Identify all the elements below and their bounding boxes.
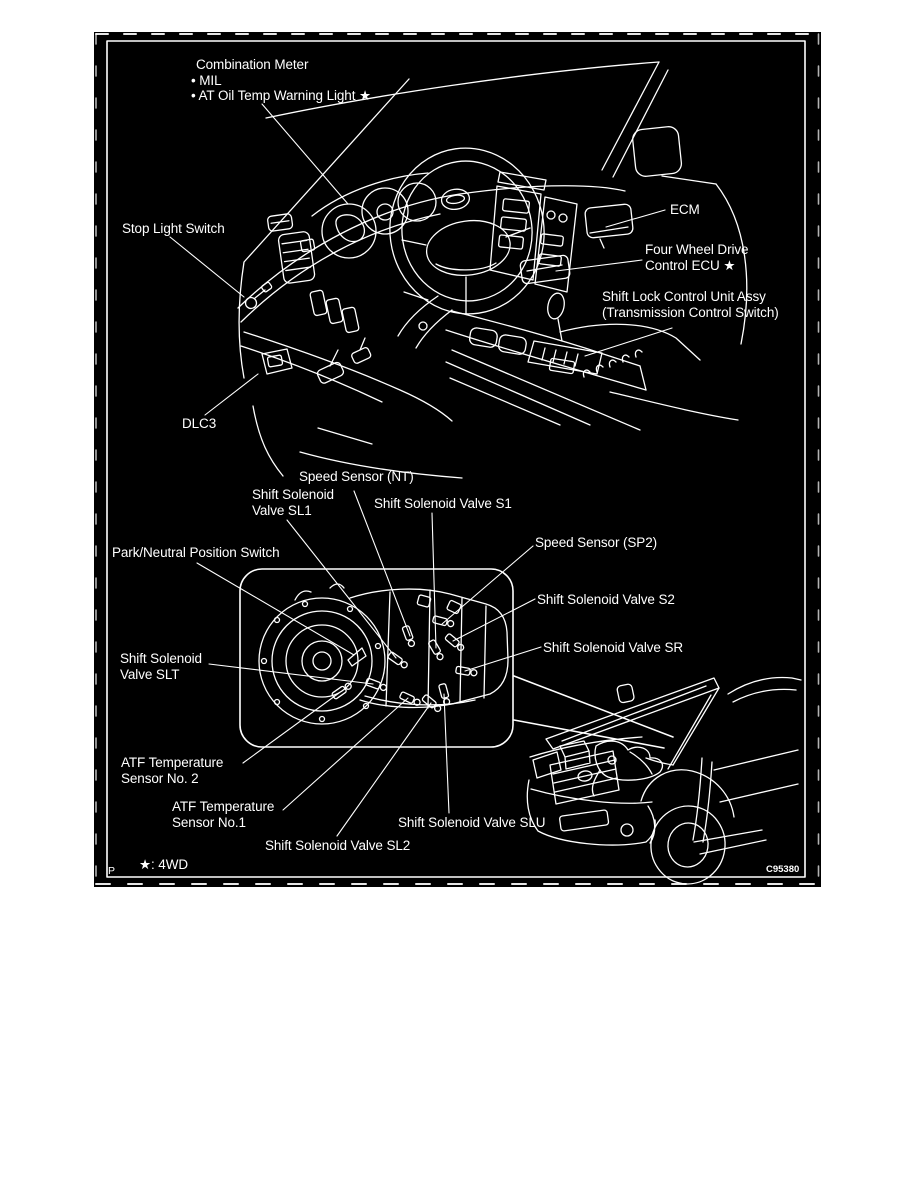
panel-frame — [95, 33, 820, 885]
label-dlc3: DLC3 — [182, 416, 217, 431]
atf-temp-sensor-1-line2: Sensor No.1 — [172, 814, 246, 830]
four-wheel-drive-ecu-line2: Control ECU ★ — [645, 257, 736, 273]
shift-solenoid-slt-line2: Valve SLT — [120, 666, 180, 682]
label-atf-temp-sensor-2: ATF Temperature Sensor No. 2 — [121, 755, 223, 786]
label-shift-solenoid-sr: Shift Solenoid Valve SR — [543, 640, 684, 655]
label-four-wheel-drive-ecu: Four Wheel Drive Control ECU ★ — [645, 242, 749, 273]
legend-4wd-note: ★: 4WD — [139, 857, 189, 872]
dashboard-illustration — [237, 61, 748, 479]
label-combination-meter: Combination Meter • MIL • AT Oil Temp Wa… — [191, 57, 371, 104]
label-speed-sensor-sp2: Speed Sensor (SP2) — [535, 535, 658, 550]
shift-solenoid-sl1-line2: Valve SL1 — [252, 502, 312, 518]
label-shift-solenoid-s1: Shift Solenoid Valve S1 — [374, 496, 512, 511]
leader-lines — [169, 103, 673, 837]
shift-lock-line1: Shift Lock Control Unit Assy — [602, 289, 766, 304]
label-shift-solenoid-s2: Shift Solenoid Valve S2 — [537, 592, 675, 607]
atf-temp-sensor-1-line1: ATF Temperature — [172, 799, 275, 814]
page-marker: P — [108, 865, 115, 877]
figure-code: C95380 — [766, 864, 800, 875]
diagram-panel — [94, 32, 821, 887]
shift-solenoid-slt-line1: Shift Solenoid — [120, 651, 202, 666]
label-shift-solenoid-sl1: Shift Solenoid Valve SL1 — [252, 487, 334, 518]
transmission-illustration — [239, 568, 514, 748]
shift-lock-line2: (Transmission Control Switch) — [602, 304, 779, 320]
shift-solenoid-sl1-line1: Shift Solenoid — [252, 487, 334, 502]
atf-temp-sensor-2-line1: ATF Temperature — [121, 755, 224, 770]
label-speed-sensor-nt: Speed Sensor (NT) — [299, 469, 414, 484]
label-shift-lock-control-unit: Shift Lock Control Unit Assy (Transmissi… — [602, 289, 779, 320]
label-shift-solenoid-slu: Shift Solenoid Valve SLU — [398, 815, 546, 830]
label-atf-temp-sensor-1: ATF Temperature Sensor No.1 — [172, 799, 274, 830]
combination-meter-title: Combination Meter — [196, 57, 309, 72]
label-ecm: ECM — [670, 202, 700, 217]
combination-meter-item-mil: • MIL — [191, 72, 222, 88]
label-stop-light-switch: Stop Light Switch — [122, 221, 225, 236]
four-wheel-drive-ecu-line1: Four Wheel Drive — [645, 242, 749, 257]
label-shift-solenoid-sl2: Shift Solenoid Valve SL2 — [265, 838, 411, 853]
atf-temp-sensor-2-line2: Sensor No. 2 — [121, 770, 199, 786]
combination-meter-item-at-oil-temp: • AT Oil Temp Warning Light ★ — [191, 88, 372, 103]
vehicle-illustration — [513, 675, 802, 885]
label-park-neutral-position-switch: Park/Neutral Position Switch — [112, 545, 280, 560]
label-shift-solenoid-slt: Shift Solenoid Valve SLT — [120, 651, 202, 682]
